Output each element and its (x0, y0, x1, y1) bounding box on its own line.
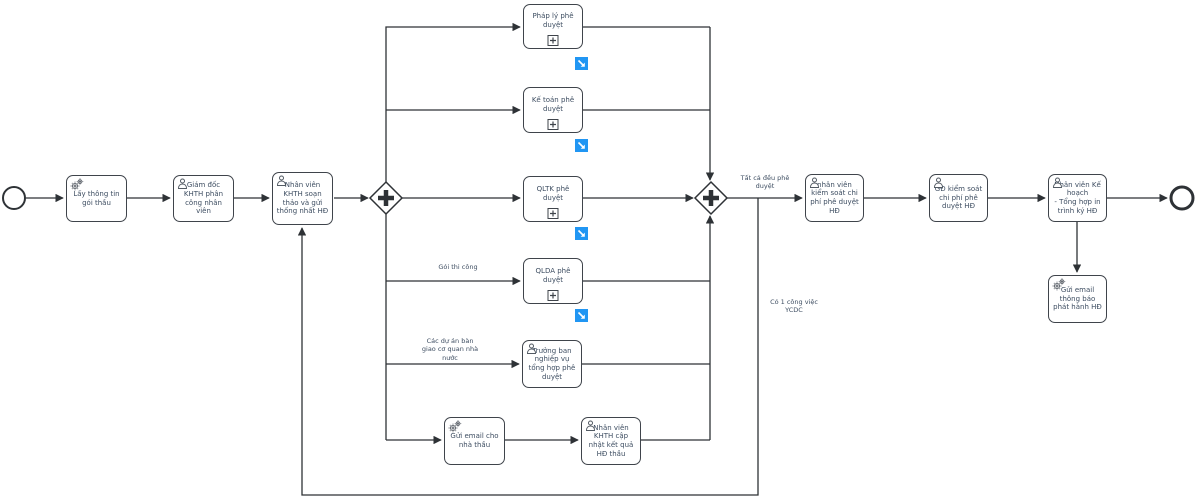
edge-label-goi-thi-cong: Gói thi công (438, 263, 478, 271)
task-label: QLTK phê duyệt (536, 184, 570, 202)
subprocess-marker-icon (547, 35, 559, 46)
drill-down-link-icon[interactable] (575, 139, 588, 152)
gears-icon (70, 178, 84, 191)
task-kiem-soat-chi-phi[interactable]: nhân viên kiểm soát chi phí phê duyệt HĐ (805, 174, 864, 222)
drill-down-link-icon[interactable] (575, 57, 588, 70)
person-icon (177, 178, 188, 189)
person-icon (809, 177, 820, 188)
sequence-flows (26, 22, 1168, 496)
person-icon (1052, 177, 1063, 188)
person-icon (585, 420, 596, 431)
subprocess-marker-icon (547, 290, 559, 301)
parallel-gateway-split[interactable] (368, 180, 404, 216)
task-label: GĐ kiểm soát chi phí phê duyệt HĐ (934, 184, 983, 211)
task-label: Gửi email cho nhà thầu (450, 432, 499, 449)
task-label: Kế toán phê duyệt (531, 95, 575, 113)
gears-icon (448, 420, 462, 433)
end-event[interactable] (1169, 185, 1195, 211)
subprocess-ke-toan-phe-duyet[interactable]: Kế toán phê duyệt (523, 87, 583, 133)
task-label: nhân viên kiểm soát chi phí phê duyệt HĐ (810, 180, 859, 215)
task-label: Nhân viên Kế hoạch - Tổng hợp in trình k… (1054, 180, 1101, 215)
edge-label-co-cong-viec-ycdc: Có 1 công việc YCDC (770, 298, 818, 315)
task-gd-kiem-soat-chi-phi[interactable]: GĐ kiểm soát chi phí phê duyệt HĐ (929, 174, 988, 222)
edge-label-cac-du-an: Các dự án bàn giao cơ quan nhà nước (421, 337, 479, 362)
task-label: Giám đốc KHTH phân công nhân viên (183, 181, 224, 216)
drill-down-link-icon[interactable] (575, 227, 588, 240)
subprocess-qltk-phe-duyet[interactable]: QLTK phê duyệt (523, 176, 583, 222)
edge-label-tat-ca-phe-duyet: Tất cả đều phê duyệt (740, 174, 790, 191)
parallel-gateway-join[interactable] (693, 180, 729, 216)
task-label: Trưởng ban nghiệp vụ tổng hợp phê duyệt (528, 346, 576, 381)
task-label: Pháp lý phê duyệt (532, 12, 574, 29)
subprocess-phap-ly-phe-duyet[interactable]: Pháp lý phê duyệt (523, 4, 583, 49)
person-icon (526, 343, 537, 354)
task-label: Nhân viên KHTH cập nhật kết quả HĐ thầu (588, 423, 634, 458)
task-gui-email-phat-hanh[interactable]: Gửi email thông báo phát hành HĐ (1048, 275, 1107, 323)
task-label: Nhân viên KHTH soạn thảo và gửi thống nh… (276, 181, 329, 216)
task-truong-ban-nghiep-vu[interactable]: Trưởng ban nghiệp vụ tổng hợp phê duyệt (522, 340, 582, 388)
plus-icon (703, 190, 719, 206)
task-soan-thao-hop-dong[interactable]: Nhân viên KHTH soạn thảo và gửi thống nh… (272, 172, 333, 225)
task-gui-email-nha-thau[interactable]: Gửi email cho nhà thầu (444, 417, 505, 465)
task-ke-hoach-trinh-ky[interactable]: Nhân viên Kế hoạch - Tổng hợp in trình k… (1048, 174, 1107, 222)
task-giam-doc-phan-cong[interactable]: Giám đốc KHTH phân công nhân viên (173, 175, 234, 222)
subprocess-qlda-phe-duyet[interactable]: QLDA phê duyệt (523, 258, 583, 304)
plus-icon (378, 190, 394, 206)
subprocess-marker-icon (547, 119, 559, 130)
task-cap-nhat-ket-qua[interactable]: Nhân viên KHTH cập nhật kết quả HĐ thầu (581, 417, 641, 465)
task-lay-thong-tin-goi-thau[interactable]: Lấy thông tin gói thầu (66, 175, 127, 222)
task-label: QLDA phê duyệt (535, 266, 571, 284)
task-label: Gửi email thông báo phát hành HĐ (1053, 285, 1102, 312)
drill-down-link-icon[interactable] (575, 309, 588, 322)
start-event[interactable] (2, 186, 26, 210)
task-label: Lấy thông tin gói thầu (73, 189, 120, 207)
gears-icon (1052, 278, 1066, 291)
person-icon (276, 175, 287, 186)
person-icon (933, 177, 944, 188)
subprocess-marker-icon (547, 208, 559, 219)
